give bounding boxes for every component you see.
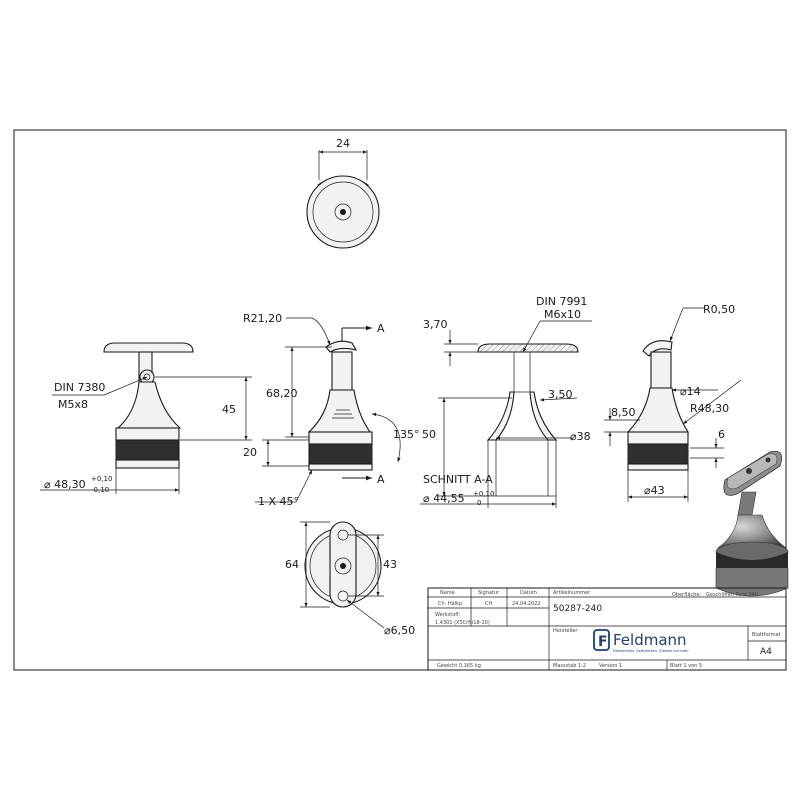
front-tol-upper: +0,10 (91, 475, 112, 483)
tb-header-signature: Signatur (478, 590, 500, 596)
front-height-dim: 45 (222, 403, 236, 416)
tb-signature-value: CH (485, 601, 492, 607)
tb-tagline: Edelstahlrohr, Geländerbau, Zubehör und … (613, 649, 689, 653)
tb-manufacturer-label: Hersteller (553, 628, 578, 634)
front-tol-lower: -0,10 (91, 486, 109, 494)
side-total-height: 68,20 (266, 387, 298, 400)
tb-header-article: Artikelnummer (553, 590, 591, 596)
tb-material-value: 1.4301 (X5CrNi18-10) (435, 620, 490, 626)
side-chamfer: 1 X 45° (258, 495, 299, 508)
tb-format-value: A4 (760, 647, 772, 657)
right-radius-large: R48,30 (690, 402, 729, 415)
tb-format-label: Blattformat (752, 632, 781, 638)
iso-view (715, 450, 789, 597)
section-top-offset: 3,70 (423, 318, 448, 331)
side-base-height: 20 (243, 446, 257, 459)
right-radius-small: R0,50 (703, 303, 735, 316)
tb-version: Version 1 (599, 663, 622, 669)
section-marker-top: A (377, 322, 385, 335)
feldmann-logo-icon (593, 629, 610, 651)
tb-scale: Massstab 1:2 (553, 663, 586, 669)
right-bottom-diameter: ⌀43 (644, 484, 665, 497)
bottom-length: 64 (285, 558, 299, 571)
front-view: DIN 7380 M5x8 45 ⌀ 48,30 +0,10 -0,10 (40, 342, 252, 494)
title-block: Name Signatur Datum Artikelnummer Oberfl… (427, 587, 787, 671)
right-neck-diameter: ⌀14 (680, 385, 701, 398)
front-base-diameter: ⌀ 48,30 (44, 478, 86, 491)
front-din-label: DIN 7380 (54, 381, 105, 394)
top-view: 24 (306, 137, 380, 249)
tb-date-value: 24.04.2022 (512, 601, 541, 607)
section-inner-diameter: ⌀38 (570, 430, 591, 443)
section-view: DIN 7991 M6x10 3,70 3,50 50 ⌀38 SCHNITT … (420, 295, 592, 508)
tb-name-value: Ch. Hälkp (438, 601, 462, 607)
tb-sheet: Blatt 1 von 5 (670, 663, 702, 669)
section-wall: 3,50 (548, 388, 573, 401)
side-view: A A R21,20 68,20 20 135° 1 X 45° (243, 312, 420, 508)
front-thread-label: M5x8 (58, 398, 88, 411)
section-thread: M6x10 (544, 308, 581, 321)
bottom-view: 64 43 ⌀6,50 (285, 521, 415, 637)
tb-surface-value: Geschliffen Korn 240 (706, 592, 758, 598)
tb-article-number: 50287-240 (553, 604, 602, 614)
right-step-height: 8,50 (611, 406, 636, 419)
right-band-width: 6 (718, 428, 725, 441)
top-width-dim: 24 (336, 137, 350, 150)
sheet-frame (13, 129, 787, 671)
tb-company: Feldmann (613, 631, 687, 649)
tb-weight: Gewicht 0,165 kg (437, 663, 481, 669)
section-tol-upper: +0,10 (473, 490, 494, 498)
section-height: 50 (422, 428, 436, 441)
bottom-hole-diameter: ⌀6,50 (384, 624, 415, 637)
tb-header-name: Name (440, 590, 455, 596)
side-radius: R21,20 (243, 312, 282, 325)
section-marker-bottom: A (377, 473, 385, 486)
tb-material-label: Werkstoff: (435, 612, 461, 618)
tb-header-surface: Oberfläche: (672, 592, 701, 598)
section-outer-diameter: ⌀ 44,55 (423, 492, 465, 505)
side-angle: 135° (393, 428, 420, 441)
section-tol-lower: 0 (477, 499, 481, 507)
section-din: DIN 7991 (536, 295, 587, 308)
right-view: R0,50 ⌀14 8,50 R48,30 6 ⌀43 (604, 303, 742, 502)
bottom-hole-spacing: 43 (383, 558, 397, 571)
tb-header-date: Datum (520, 590, 537, 596)
svg-text:F: F (598, 634, 608, 650)
section-title: SCHNITT A-A (423, 473, 493, 486)
